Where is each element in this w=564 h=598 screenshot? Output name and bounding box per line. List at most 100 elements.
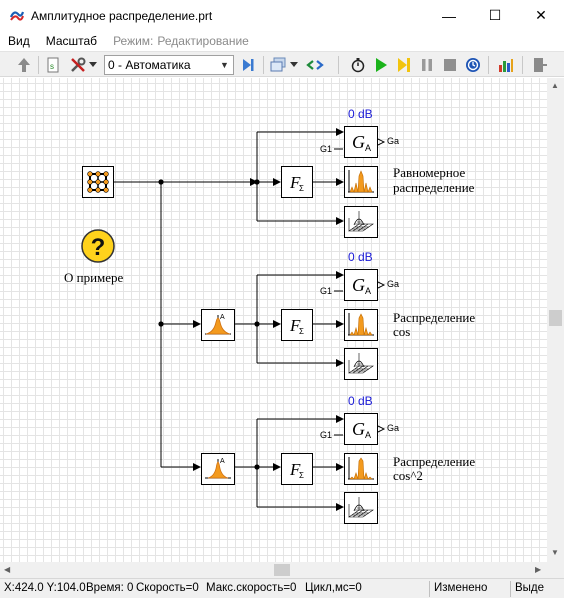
clock-circle-icon xyxy=(466,58,480,72)
pattern-3d-block-1[interactable] xyxy=(344,206,378,238)
pattern-plot-block-1[interactable] xyxy=(344,166,378,198)
pattern-chart-icon xyxy=(348,170,374,194)
scroll-left-arrow-icon[interactable]: ◀ xyxy=(4,565,11,574)
charts-button[interactable] xyxy=(496,55,516,75)
tools-button[interactable] xyxy=(68,55,88,75)
step-bracket-icon xyxy=(243,59,254,71)
tools-dropdown-arrow[interactable] xyxy=(88,55,98,75)
gain-db-label-1: 0 dB xyxy=(348,107,373,121)
ga-port-label-3: Ga xyxy=(387,423,400,433)
chevron-down-icon: ▼ xyxy=(220,60,229,70)
pattern-3d-block-3[interactable] xyxy=(344,492,378,524)
link-button[interactable] xyxy=(305,55,325,75)
script-button[interactable]: s xyxy=(43,55,63,75)
vertical-scroll-thumb[interactable] xyxy=(549,310,562,326)
svg-text:G: G xyxy=(352,419,365,439)
windows-dropdown-arrow[interactable] xyxy=(289,55,299,75)
close-button[interactable]: ✕ xyxy=(535,7,547,23)
array-source-block[interactable] xyxy=(82,166,114,198)
timer-button[interactable] xyxy=(348,55,368,75)
toolbar: s 0 - Автоматика ▼ xyxy=(0,51,564,77)
exit-button[interactable] xyxy=(530,55,550,75)
svg-text:A: A xyxy=(220,458,225,465)
wires-layer xyxy=(114,128,386,511)
horizontal-scroll-thumb[interactable] xyxy=(274,564,290,576)
vertical-scrollbar[interactable]: ▲ ▼ xyxy=(547,78,564,562)
row1-caption-line1: Равномерное xyxy=(393,165,466,180)
sync-button[interactable] xyxy=(463,55,483,75)
function-f-icon: FΣ xyxy=(289,460,304,480)
menu-mode-value: Редактирование xyxy=(157,34,249,48)
antenna-grid-icon xyxy=(87,171,109,193)
svg-text:G: G xyxy=(352,132,365,152)
maximize-button[interactable]: ☐ xyxy=(488,7,502,23)
help-question-icon[interactable]: ? xyxy=(80,228,116,264)
menu-scale[interactable]: Масштаб xyxy=(45,34,98,48)
cos-weight-block[interactable]: A xyxy=(201,309,235,341)
pattern-chart-icon xyxy=(348,457,374,480)
surface-3d-icon xyxy=(348,497,374,518)
status-cycle: Цикл,мс=0 xyxy=(305,582,362,594)
gain-db-label-3: 0 dB xyxy=(348,394,373,408)
stop-button[interactable] xyxy=(440,55,460,75)
pattern-plot-block-2[interactable] xyxy=(344,309,378,341)
pause-button[interactable] xyxy=(417,55,437,75)
surface-3d-icon xyxy=(348,211,374,232)
windows-button[interactable] xyxy=(268,55,288,75)
svg-text:Σ: Σ xyxy=(299,327,304,336)
svg-text:Σ: Σ xyxy=(299,184,304,193)
step-into-button[interactable] xyxy=(238,55,258,75)
status-changed: Изменено xyxy=(434,582,488,594)
script-page-icon: s xyxy=(47,57,59,73)
ga-port-label-1: Ga xyxy=(387,136,400,146)
status-speed: Скорость=0 xyxy=(136,582,199,594)
run-button[interactable] xyxy=(371,55,391,75)
svg-text:?: ? xyxy=(91,234,106,261)
horizontal-scrollbar[interactable]: ◀ ▶ xyxy=(0,562,547,578)
svg-text:G: G xyxy=(352,275,365,295)
cos2-weight-block[interactable]: A xyxy=(201,453,235,485)
pattern-chart-icon xyxy=(348,313,374,336)
step-button[interactable] xyxy=(394,55,414,75)
minimize-button[interactable]: — xyxy=(442,7,456,24)
row1-caption-line2: распределение xyxy=(393,180,475,195)
g1-port-label-2: G1 xyxy=(320,286,333,296)
row3-caption-line1: Распределение xyxy=(393,454,476,469)
app-logo-icon xyxy=(9,10,25,21)
menu-view[interactable]: Вид xyxy=(8,34,30,48)
scroll-right-arrow-icon[interactable]: ▶ xyxy=(535,565,542,574)
scroll-down-arrow-icon[interactable]: ▼ xyxy=(551,548,559,557)
row2-caption-line1: Распределение xyxy=(393,310,476,325)
function-f-icon: FΣ xyxy=(289,173,304,193)
pattern-3d-block-2[interactable] xyxy=(344,348,378,380)
chevron-down-icon xyxy=(290,62,298,67)
stop-icon xyxy=(444,59,456,71)
g1-port-label-1: G1 xyxy=(320,144,333,154)
scroll-up-arrow-icon[interactable]: ▲ xyxy=(551,81,559,90)
menu-mode-label: Режим: xyxy=(113,34,154,48)
surface-3d-icon xyxy=(348,353,374,374)
play-icon xyxy=(376,58,387,72)
step-forward-icon xyxy=(398,58,410,72)
amplitude-bell-icon: A xyxy=(205,458,231,479)
svg-text:A: A xyxy=(365,143,371,153)
svg-text:s: s xyxy=(50,62,54,71)
mode-select-value: 0 - Автоматика xyxy=(108,58,191,72)
stopwatch-icon xyxy=(351,58,365,73)
row3-caption-line2: cos^2 xyxy=(393,468,423,483)
mode-select[interactable]: 0 - Автоматика ▼ xyxy=(104,55,234,75)
up-arrow-button[interactable] xyxy=(14,55,34,75)
about-label[interactable]: О примере xyxy=(64,270,124,285)
status-time: Время: 0 xyxy=(86,582,134,594)
menu-bar: Вид Масштаб Режим: Редактирование xyxy=(0,31,564,51)
pattern-plot-block-3[interactable] xyxy=(344,453,378,485)
